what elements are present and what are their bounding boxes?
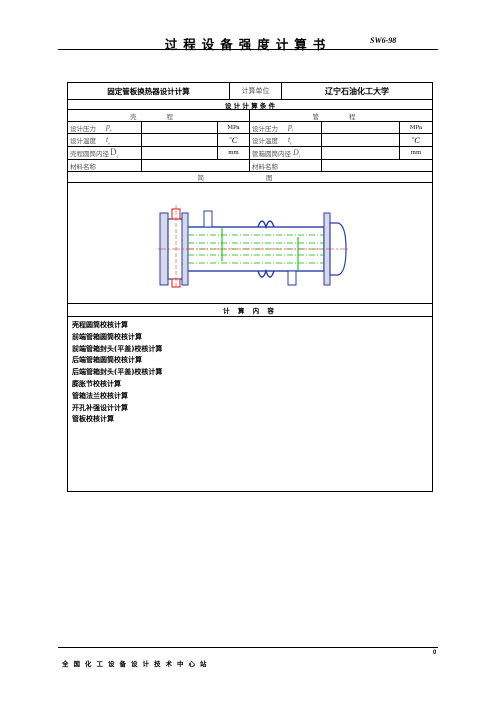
- unit-value: 辽宁石油化工大学: [325, 86, 389, 96]
- tube-diameter-unit: mm: [410, 150, 422, 156]
- header-title: 过程设备强度计算书: [164, 37, 332, 52]
- material-row: 材料名称 材料名称: [68, 160, 432, 172]
- tube-temperature-unit: oC: [412, 135, 420, 145]
- tube-side-label: 管 程: [312, 112, 370, 121]
- calc-item[interactable]: 膨胀节校核计算: [72, 379, 121, 388]
- calc-item[interactable]: 后端管箱封头(平盖)校核计算: [72, 368, 163, 377]
- tube-material-value[interactable]: [322, 160, 432, 171]
- tube-pressure-unit: MPa: [409, 124, 423, 131]
- heat-exchanger-drawing: [158, 205, 348, 289]
- title-row: 固定管板换热器设计计算 计算单位 辽宁石油化工大学: [68, 83, 432, 100]
- shell-temperature-value[interactable]: [142, 134, 218, 146]
- footer-text: 全国化工设备设计技术中心站: [62, 660, 212, 668]
- calc-sheet: 固定管板换热器设计计算 计算单位 辽宁石油化工大学 设 计 计 算 条 件 壳 …: [67, 82, 433, 492]
- tube-diameter-value[interactable]: [322, 147, 400, 159]
- calc-content-label-row: 计 算 内 容: [68, 304, 432, 317]
- shell-temperature-symbol: ts: [106, 134, 110, 146]
- calc-item[interactable]: 前端管箱封头(平盖)校核计算: [72, 344, 163, 353]
- sheet-title: 固定管板换热器设计计算: [68, 83, 230, 99]
- footer-rule: [58, 647, 438, 648]
- page-number: 0: [433, 650, 437, 656]
- shell-temperature-unit: oC: [218, 134, 250, 146]
- calc-content-area: 壳程圆筒校核计算 前端管箱圆筒校核计算 前端管箱封头(平盖)校核计算 后端管箱圆…: [68, 317, 432, 491]
- shell-diameter-symbol: Di: [110, 147, 118, 159]
- tube-pressure-symbol: pt: [288, 122, 294, 133]
- tube-temperature-symbol: tt: [288, 134, 292, 146]
- sketch-label: 简 图: [197, 174, 303, 182]
- design-conditions-label: 设 计 计 算 条 件: [224, 101, 276, 110]
- shell-diameter-unit: mm: [218, 147, 250, 159]
- tube-temperature-value[interactable]: [322, 134, 400, 146]
- calc-item[interactable]: 前端管箱圆筒校核计算: [72, 332, 142, 341]
- conditions-row: 设 计 计 算 条 件: [68, 100, 432, 110]
- header-rule: [58, 49, 438, 50]
- shell-pressure-value[interactable]: [142, 122, 218, 133]
- calc-item[interactable]: 壳程圆筒校核计算: [72, 321, 128, 329]
- calc-item[interactable]: 开孔补强设计计算: [72, 403, 128, 412]
- shell-material-label: 材料名称: [68, 160, 142, 171]
- calc-item[interactable]: 管板校核计算: [72, 415, 114, 424]
- sketch-area: [68, 183, 432, 304]
- shell-diameter-value[interactable]: [142, 147, 218, 159]
- sketch-label-row: 简 图: [68, 172, 432, 183]
- calc-content-label: 计 算 内 容: [223, 307, 277, 315]
- calc-item-list: 壳程圆筒校核计算 前端管箱圆筒校核计算 前端管箱封头(平盖)校核计算 后端管箱圆…: [72, 320, 162, 426]
- header-code: SW6-98: [370, 36, 397, 45]
- tube-diameter-symbol: Di: [293, 147, 301, 159]
- shell-side-label: 壳 程: [68, 110, 250, 121]
- shell-pressure-unit: MPa: [218, 122, 250, 133]
- tube-pressure-value[interactable]: [322, 122, 400, 133]
- shell-pressure-symbol: ps: [106, 122, 112, 133]
- tube-material-label: 材料名称: [250, 160, 322, 171]
- calc-item[interactable]: 后端管箱圆筒校核计算: [72, 356, 142, 365]
- shell-material-value[interactable]: [142, 160, 250, 171]
- calc-item[interactable]: 管箱法兰校核计算: [72, 391, 128, 400]
- side-row: 壳 程 管 程: [68, 110, 432, 122]
- unit-label: 计算单位: [230, 83, 282, 99]
